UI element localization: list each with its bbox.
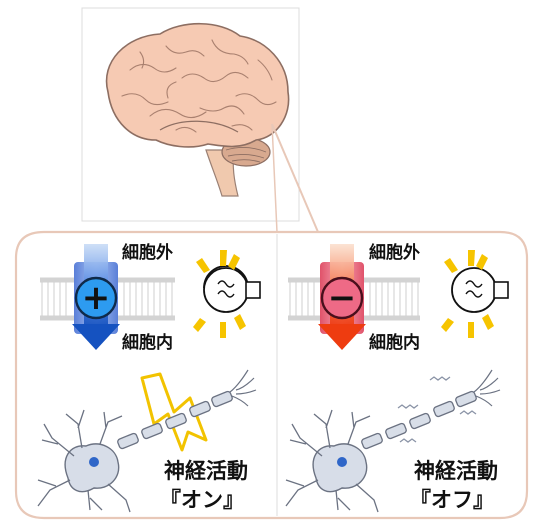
negative-ion: [320, 276, 364, 320]
panels-frame: [14, 230, 529, 520]
neuron-icon: [37, 369, 257, 513]
inside-label-right: 細胞内: [369, 333, 420, 353]
lightning-bolt-icon: [140, 372, 208, 452]
outside-label-left: 細胞外: [122, 243, 173, 263]
negative-ion-symbol: −: [328, 278, 357, 318]
light-bulb-icon: [441, 250, 509, 338]
activity-label-left: 神経活動: [164, 459, 248, 483]
panel-off: −: [285, 244, 509, 513]
panel-on: +: [37, 244, 261, 513]
light-bulb-icon: [193, 250, 261, 338]
inside-label-left: 細胞内: [122, 333, 173, 353]
positive-ion: [74, 276, 118, 320]
positive-ion-symbol: +: [82, 278, 111, 318]
activity-state-right: 『オフ』: [410, 488, 494, 512]
neuron-icon: [285, 369, 501, 513]
activity-state-left: 『オン』: [160, 488, 244, 512]
activity-label-right: 神経活動: [414, 459, 498, 483]
inactive-squiggles: [397, 376, 477, 443]
brain-box: [81, 7, 319, 233]
brain-illustration: [105, 22, 290, 197]
outside-label-right: 細胞外: [369, 243, 420, 263]
